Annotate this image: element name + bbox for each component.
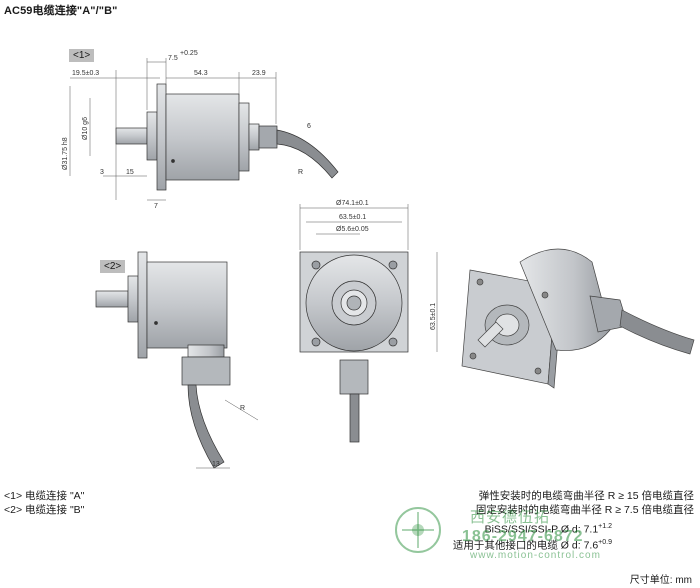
legend-item-b: <2> 电缆连接 "B" xyxy=(4,504,85,516)
dim-label-d1-tol: +0.25 xyxy=(180,50,198,57)
note-biss-diameter: BiSS/SSI/SSI-P Ø d: 7.1+1.2 xyxy=(485,520,612,537)
dimension-lines-b xyxy=(196,399,259,469)
dim-label-d5: Ø31.75 h8 xyxy=(62,137,69,170)
side-view-b xyxy=(95,251,231,469)
note-fixed-radius: 固定安装时的电缆弯曲半径 R ≥ 7.5 倍电缆直径 xyxy=(475,504,694,516)
note-flexible-radius: 弹性安装时的电缆弯曲半径 R ≥ 15 倍电缆直径 xyxy=(478,490,694,502)
unit-label: 尺寸单位: mm xyxy=(629,575,692,586)
dimension-labels-front: Ø74.1±0.1 63.5±0.1 Ø5.6±0.05 63.5±0.1 xyxy=(336,200,437,330)
dim-label-d3: 54.3 xyxy=(194,70,208,77)
note-other-sup: +0.9 xyxy=(598,539,612,546)
dim-label-d9: 7 xyxy=(154,203,158,210)
note-biss-text: BiSS/SSI/SSI-P Ø d: 7.1 xyxy=(484,523,599,536)
side-view-a xyxy=(115,83,339,191)
dim-label-d13: 63.5±0.1 xyxy=(339,214,366,221)
dim-label-d8: 15 xyxy=(126,169,134,176)
dim-label-d12: Ø74.1±0.1 xyxy=(336,200,369,207)
legend-item-a: <1> 电缆连接 "A" xyxy=(4,490,85,502)
dim-label-d16: R xyxy=(240,405,245,412)
dimension-labels-b: R 13 xyxy=(212,405,245,468)
note-biss-sup: +1.2 xyxy=(598,523,612,530)
note-other-diameter: 适用于其他接口的电缆 Ø d: 7.6+0.9 xyxy=(453,536,612,553)
dim-label-d17: 13 xyxy=(212,461,220,468)
watermark-phone: 186-2947-6872 xyxy=(462,528,584,545)
dimension-lines-front xyxy=(299,204,438,352)
front-view xyxy=(299,251,409,443)
dim-label-d11: 6 xyxy=(307,123,311,130)
watermark-url: www.motion-control.com xyxy=(470,550,601,561)
dim-label-d7: 3 xyxy=(100,169,104,176)
dim-label-d15: 63.5±0.1 xyxy=(430,303,437,330)
note-other-text: 适用于其他接口的电缆 Ø d: 7.6 xyxy=(452,539,599,552)
dim-label-d1: 7.5 xyxy=(168,55,178,62)
dimension-lines-a xyxy=(69,58,277,201)
watermark-brand: 西安德伍拓 xyxy=(470,509,551,526)
dim-label-d10: R xyxy=(298,169,303,176)
dim-label-d4: 23.9 xyxy=(252,70,266,77)
view-tag-b: <2> xyxy=(100,260,126,273)
page-title: AC59电缆连接"A"/"B" xyxy=(4,5,118,17)
view-tag-a: <1> xyxy=(69,49,95,62)
dimension-labels-a: 7.5 +0.25 19.5±0.3 54.3 23.9 Ø31.75 h8 Ø… xyxy=(62,50,311,210)
dim-label-d2: 19.5±0.3 xyxy=(72,70,99,77)
isometric-view xyxy=(461,248,695,389)
dim-label-d6: Ø10 g6 xyxy=(82,117,89,140)
dim-label-d14: Ø5.6±0.05 xyxy=(336,226,369,233)
technical-drawing: 7.5 +0.25 19.5±0.3 54.3 23.9 Ø31.75 h8 Ø… xyxy=(62,50,695,469)
